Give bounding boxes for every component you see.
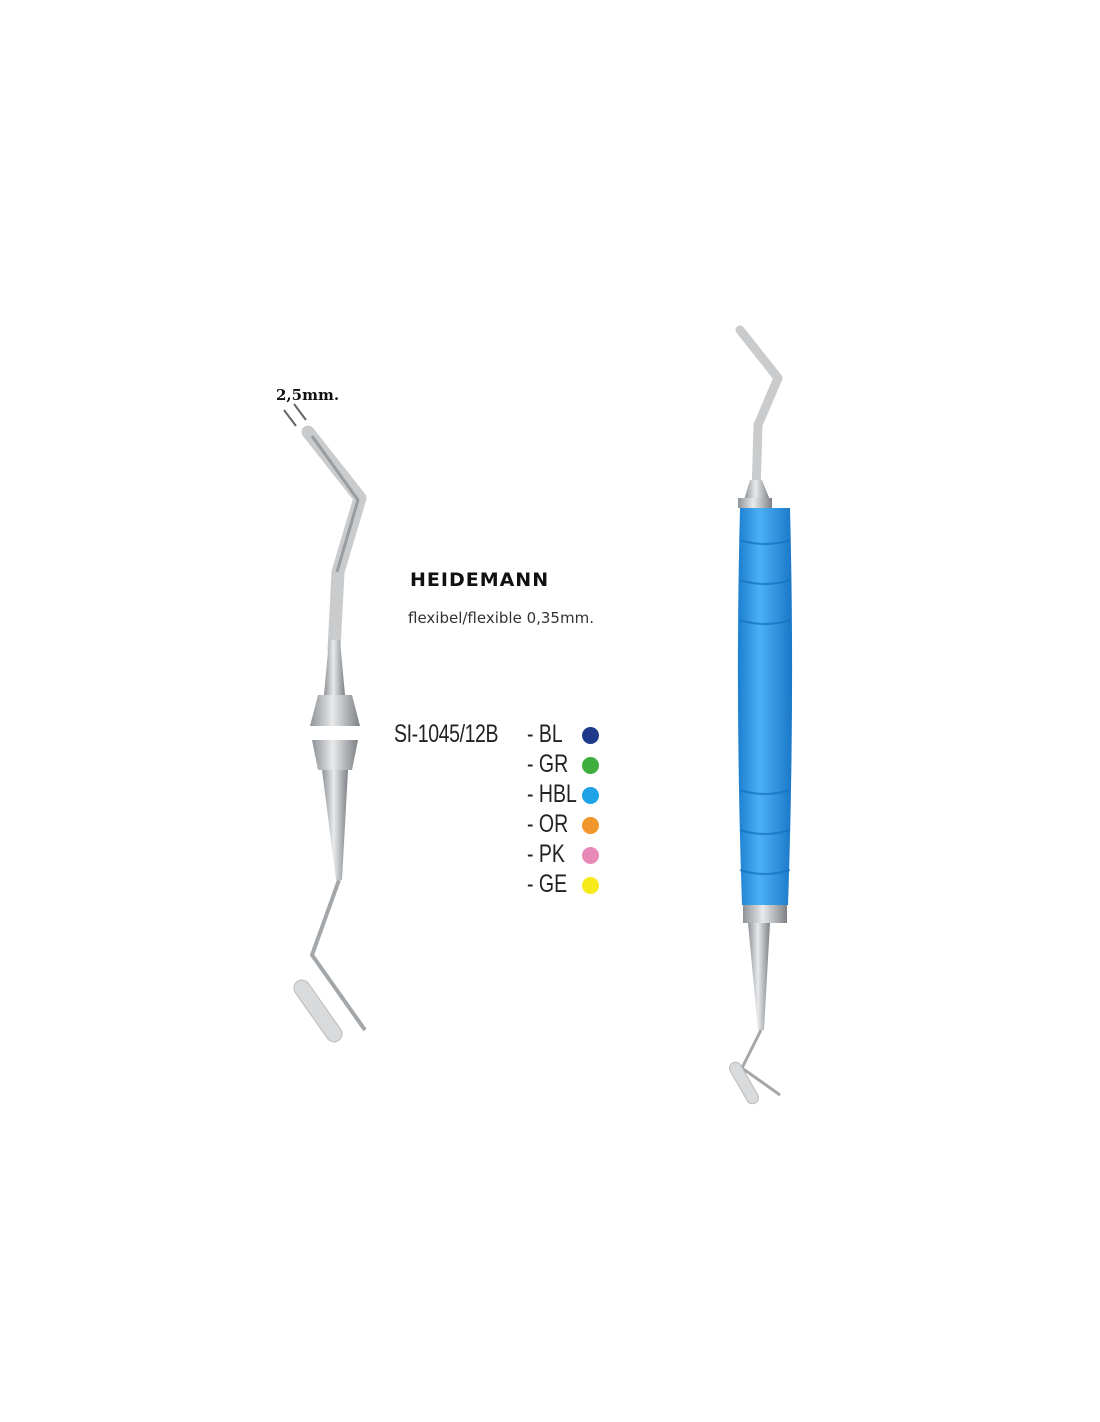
variant-label: - GE (527, 870, 568, 898)
instrument-photo-blue-handle (729, 325, 793, 1105)
color-dot-icon (582, 847, 599, 864)
color-dot-icon (582, 757, 599, 774)
color-dot-icon (582, 877, 599, 894)
variant-label: - GR (527, 750, 569, 778)
variant-label: - OR (527, 810, 569, 838)
article-code: SI-1045/12B (394, 720, 499, 748)
variant-label: - HBL (527, 780, 577, 808)
color-dot-icon (582, 787, 599, 804)
variant-label: - BL (527, 720, 563, 748)
product-name: HEIDEMANN (410, 569, 550, 591)
color-dot-icon (582, 727, 599, 744)
variant-label: - PK (527, 840, 565, 868)
instrument-drawing (283, 403, 367, 1043)
tip-width-label: 2,5mm. (276, 386, 340, 404)
product-spec: flexibel/flexible 0,35mm. (408, 609, 594, 627)
color-dot-icon (582, 817, 599, 834)
dimension-mark-icon (283, 409, 297, 427)
